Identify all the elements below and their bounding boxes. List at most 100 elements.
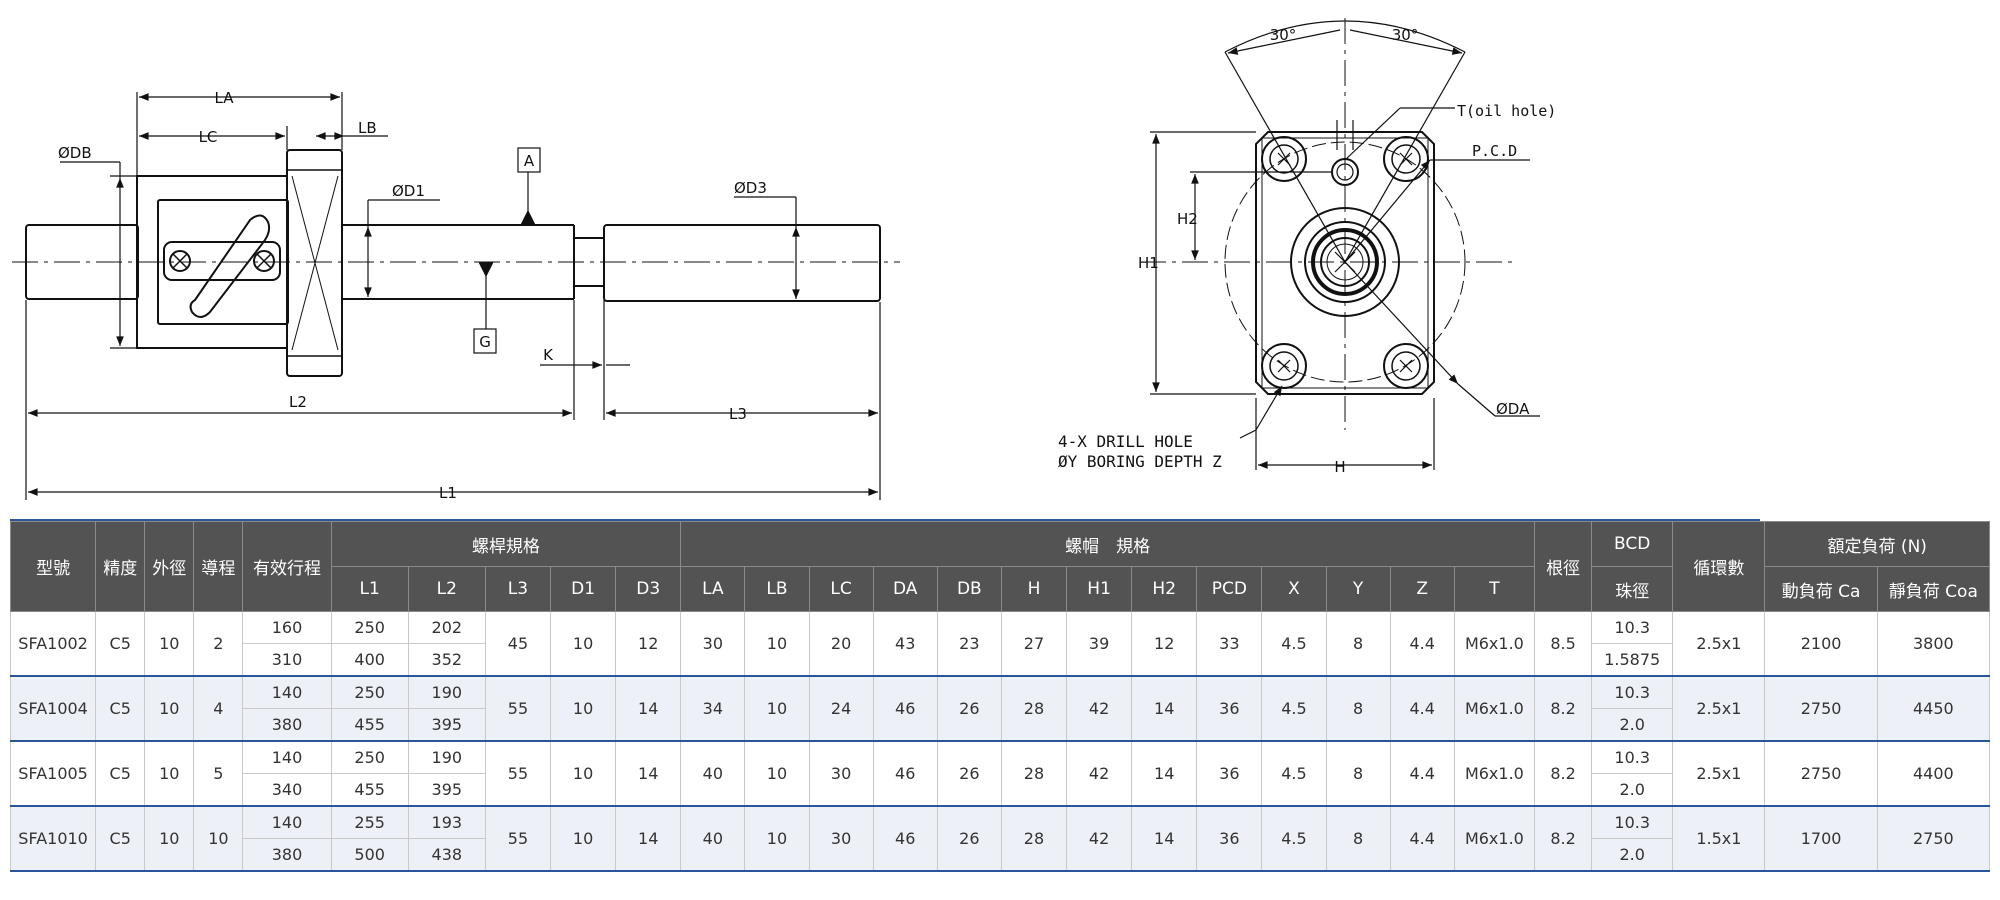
- cell-d1: 10: [550, 805, 617, 872]
- header-3: DA: [872, 566, 938, 612]
- header-bcd: BCD: [1591, 521, 1674, 567]
- cell-grade: C5: [95, 675, 146, 742]
- cell-h2: 14: [1131, 805, 1198, 872]
- cell-lb: 10: [744, 611, 810, 677]
- side-view: [12, 149, 900, 377]
- header-2: L3: [484, 566, 552, 612]
- cell-lb: 10: [744, 805, 810, 872]
- header-1: LB: [744, 566, 810, 612]
- header-ball: 珠徑: [1591, 566, 1674, 612]
- cell-l2: 193: [407, 805, 486, 839]
- end-dimensions: [1150, 20, 1540, 470]
- cell-lead: 10: [193, 805, 244, 872]
- cell-coa: 3800: [1876, 611, 1991, 677]
- cell-t: M6x1.0: [1453, 805, 1536, 872]
- cell-db: 26: [936, 805, 1002, 872]
- cell-h1: 42: [1066, 740, 1133, 807]
- cell-z: 4.4: [1389, 611, 1455, 677]
- label-pcd: P.C.D: [1472, 142, 1517, 160]
- cell-l2: 202: [407, 611, 486, 644]
- cell-l3: 45: [484, 611, 552, 677]
- cell-d3: 14: [615, 805, 682, 872]
- cell-od: 10: [144, 675, 195, 742]
- label-lc: LC: [199, 128, 218, 146]
- cell-bcd: 10.3: [1591, 611, 1674, 644]
- cell-y: 8: [1325, 805, 1391, 872]
- cell-root: 8.2: [1534, 740, 1593, 807]
- label-lb: LB: [358, 119, 377, 137]
- cell-l2: 190: [407, 740, 486, 774]
- cell-l1: 250: [330, 675, 409, 709]
- cell-h1: 42: [1066, 675, 1133, 742]
- cell-l3: 55: [484, 675, 552, 742]
- cell-stroke: 340: [242, 773, 332, 807]
- cell-ball: 2.0: [1591, 708, 1674, 742]
- header-10: Y: [1325, 566, 1391, 612]
- label-k: K: [543, 346, 554, 364]
- cell-coa: 2750: [1876, 805, 1991, 872]
- cell-grade: C5: [95, 740, 146, 807]
- cell-ball: 1.5875: [1591, 643, 1674, 677]
- cell-od: 10: [144, 805, 195, 872]
- cell-lc: 30: [808, 805, 874, 872]
- cell-bcd: 10.3: [1591, 740, 1674, 774]
- cell-coa: 4450: [1876, 675, 1991, 742]
- header-lead: 導程: [193, 521, 244, 612]
- cell-t: M6x1.0: [1453, 740, 1536, 807]
- cell-x: 4.5: [1261, 675, 1327, 742]
- cell-y: 8: [1325, 675, 1391, 742]
- cell-d3: 12: [615, 611, 682, 677]
- cell-l3: 55: [484, 805, 552, 872]
- side-dimensions: [25, 92, 881, 500]
- cell-ball: 2.0: [1591, 773, 1674, 807]
- cell-h2: 14: [1131, 740, 1198, 807]
- cell-stroke: 380: [242, 708, 332, 742]
- cell-ca: 1700: [1764, 805, 1878, 872]
- cell-ca: 2750: [1764, 675, 1878, 742]
- cell-coa: 4400: [1876, 740, 1991, 807]
- cell-l1: 455: [330, 708, 409, 742]
- cell-l2: 438: [407, 838, 486, 872]
- cell-da: 43: [872, 611, 938, 677]
- technical-drawing: LA LC LB ØDB ØD1 ØD3 A G K L2 L3 L1: [12, 18, 1556, 502]
- cell-d1: 10: [550, 675, 617, 742]
- header-1: L2: [407, 566, 486, 612]
- cell-h: 28: [1000, 740, 1068, 807]
- cell-model: SFA1005: [9, 740, 97, 807]
- label-l1: L1: [439, 484, 457, 502]
- spec-table-wrapper: 型號 精度 外徑 導程 有效行程 螺桿規格 螺帽 規格 根徑 BCD 循環數 額…: [9, 521, 1991, 872]
- cell-db: 26: [936, 675, 1002, 742]
- label-h1: H1: [1138, 254, 1159, 272]
- cell-l2: 352: [407, 643, 486, 677]
- cell-h1: 42: [1066, 805, 1133, 872]
- cell-lead: 2: [193, 611, 244, 677]
- cell-root: 8.2: [1534, 675, 1593, 742]
- label-drill-line1: 4-X DRILL HOLE: [1058, 432, 1193, 451]
- label-h2: H2: [1177, 210, 1198, 228]
- cell-da: 46: [872, 675, 938, 742]
- cell-circ: 1.5x1: [1672, 805, 1766, 872]
- cell-lb: 10: [744, 675, 810, 742]
- label-angle-left: 30°: [1270, 26, 1297, 44]
- cell-d3: 14: [615, 740, 682, 807]
- cell-x: 4.5: [1261, 805, 1327, 872]
- cell-l2: 395: [407, 708, 486, 742]
- header-7: H2: [1131, 566, 1198, 612]
- header-load: 額定負荷 (N): [1764, 521, 1990, 567]
- cell-ca: 2750: [1764, 740, 1878, 807]
- cell-od: 10: [144, 611, 195, 677]
- header-root: 根徑: [1534, 521, 1593, 612]
- cell-lc: 24: [808, 675, 874, 742]
- cell-z: 4.4: [1389, 740, 1455, 807]
- cell-h: 27: [1000, 611, 1068, 677]
- cell-grade: C5: [95, 611, 146, 677]
- cell-l1: 500: [330, 838, 409, 872]
- header-od: 外徑: [144, 521, 195, 612]
- cell-circ: 2.5x1: [1672, 675, 1766, 742]
